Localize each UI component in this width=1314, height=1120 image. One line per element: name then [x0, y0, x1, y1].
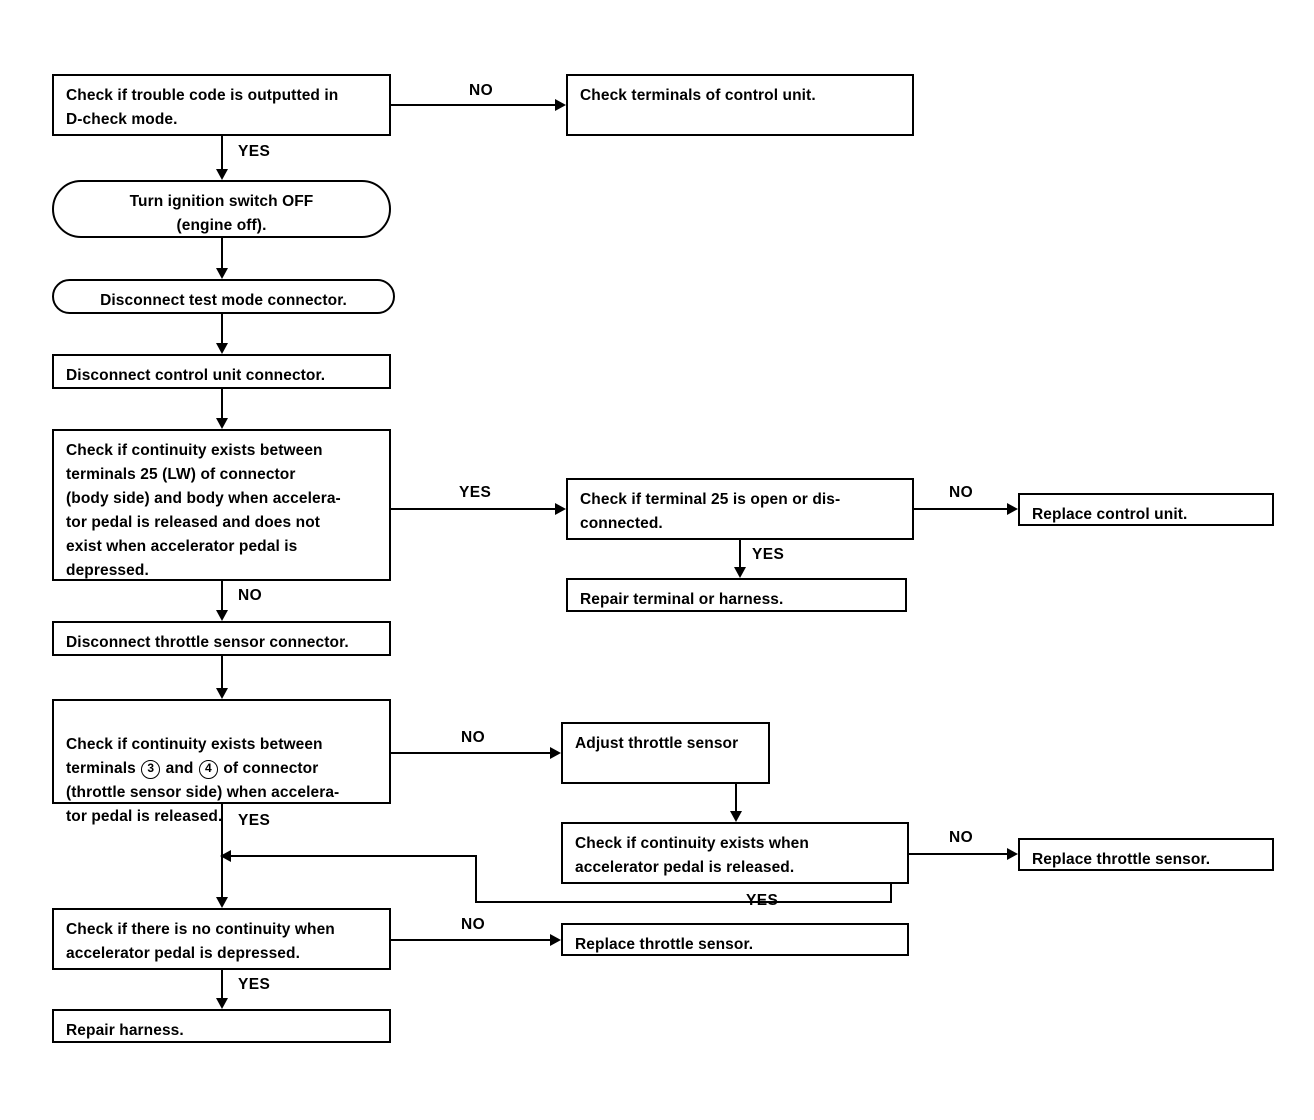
edge-label-n15-no: NO — [461, 916, 486, 933]
edge-arrow-n15-n17 — [216, 998, 228, 1009]
edge-arrow-n13-n14 — [1007, 848, 1018, 860]
edge-arrow-n11-n12 — [550, 747, 561, 759]
edge-line-n15-n16 — [391, 939, 550, 941]
node-replace-control-unit[interactable]: Replace control unit. — [1018, 493, 1274, 526]
edge-label-n1-no: NO — [469, 82, 494, 99]
edge-line-n13-yes-left — [475, 901, 892, 903]
node-disconnect-test-mode-connector[interactable]: Disconnect test mode connector. — [52, 279, 395, 314]
node-disconnect-throttle-sensor-connector[interactable]: Disconnect throttle sensor connector. — [52, 621, 391, 656]
node-text-pre: Check if continuity exists between termi… — [66, 736, 323, 777]
edge-label-n7-yes: YES — [752, 546, 785, 563]
node-disconnect-control-unit-connector[interactable]: Disconnect control unit connector. — [52, 354, 391, 389]
edge-arrow-n6-n7 — [555, 503, 566, 515]
circled-number-3: 3 — [141, 760, 161, 779]
node-repair-terminal-or-harness[interactable]: Repair terminal or harness. — [566, 578, 907, 612]
edge-line-n6-n10 — [221, 581, 223, 610]
edge-label-n7-no: NO — [949, 484, 974, 501]
edge-arrow-n13-yes-trunk — [220, 850, 231, 862]
edge-line-n13-yes-to-trunk — [231, 855, 477, 857]
edge-line-n11-n12 — [391, 752, 550, 754]
edge-arrow-n1-n2 — [555, 99, 566, 111]
edge-line-n3-n4 — [221, 238, 223, 268]
circled-number-4: 4 — [198, 760, 218, 779]
edge-line-n6-n7 — [391, 508, 555, 510]
edge-line-n7-n8 — [914, 508, 1007, 510]
edge-arrow-n7-n9 — [734, 567, 746, 578]
node-repair-harness[interactable]: Repair harness. — [52, 1009, 391, 1043]
edge-label-n6-yes: YES — [459, 484, 492, 501]
edge-line-n4-n5 — [221, 314, 223, 343]
edge-line-n5-n6 — [221, 389, 223, 418]
edge-label-n13-no: NO — [949, 829, 974, 846]
edge-arrow-n3-n4 — [216, 268, 228, 279]
edge-arrow-n1-n3 — [216, 169, 228, 180]
edge-arrow-n10-n11 — [216, 688, 228, 699]
edge-line-n12-n13 — [735, 784, 737, 811]
edge-line-n13-yes-down — [890, 884, 892, 903]
node-adjust-throttle-sensor[interactable]: Adjust throttle sensor — [561, 722, 770, 784]
edge-line-n13-n14 — [909, 853, 1007, 855]
edge-line-n11-n15 — [221, 804, 223, 897]
node-turn-ignition-off[interactable]: Turn ignition switch OFF (engine off). — [52, 180, 391, 238]
node-check-continuity-released[interactable]: Check if continuity exists when accelera… — [561, 822, 909, 884]
node-check-trouble-code[interactable]: Check if trouble code is outputted in D-… — [52, 74, 391, 136]
edge-arrow-n6-n10 — [216, 610, 228, 621]
edge-label-n6-no: NO — [238, 587, 263, 604]
edge-label-n1-yes: YES — [238, 143, 271, 160]
node-check-continuity-terminals-3-4[interactable]: Check if continuity exists between termi… — [52, 699, 391, 825]
node-replace-throttle-sensor-right[interactable]: Replace throttle sensor. — [1018, 838, 1274, 871]
node-text-mid: and — [161, 760, 198, 777]
edge-line-n1-n3 — [221, 136, 223, 169]
edge-arrow-n11-n15 — [216, 897, 228, 908]
edge-line-n13-yes-up — [475, 855, 477, 903]
node-check-continuity-terminal-25[interactable]: Check if continuity exists between termi… — [52, 429, 391, 581]
edge-label-n11-no: NO — [461, 729, 486, 746]
edge-arrow-n7-n8 — [1007, 503, 1018, 515]
edge-label-n13-yes: YES — [746, 892, 779, 909]
edge-arrow-n15-n16 — [550, 934, 561, 946]
edge-line-n15-n17 — [221, 970, 223, 998]
node-text-post: of connector (throttle sensor side) when… — [66, 760, 340, 825]
edge-line-n7-n9 — [739, 540, 741, 567]
node-check-terminal-25-open[interactable]: Check if terminal 25 is open or dis- con… — [566, 478, 914, 540]
edge-arrow-n5-n6 — [216, 418, 228, 429]
edge-arrow-n12-n13 — [730, 811, 742, 822]
edge-label-n11-yes: YES — [238, 812, 271, 829]
node-replace-throttle-sensor-bottom[interactable]: Replace throttle sensor. — [561, 923, 909, 956]
edge-line-n1-n2 — [391, 104, 555, 106]
edge-line-n10-n11 — [221, 656, 223, 688]
node-check-terminals-control-unit[interactable]: Check terminals of control unit. — [566, 74, 914, 136]
node-check-no-continuity-depressed[interactable]: Check if there is no continuity when acc… — [52, 908, 391, 970]
edge-label-n15-yes: YES — [238, 976, 271, 993]
edge-arrow-n4-n5 — [216, 343, 228, 354]
